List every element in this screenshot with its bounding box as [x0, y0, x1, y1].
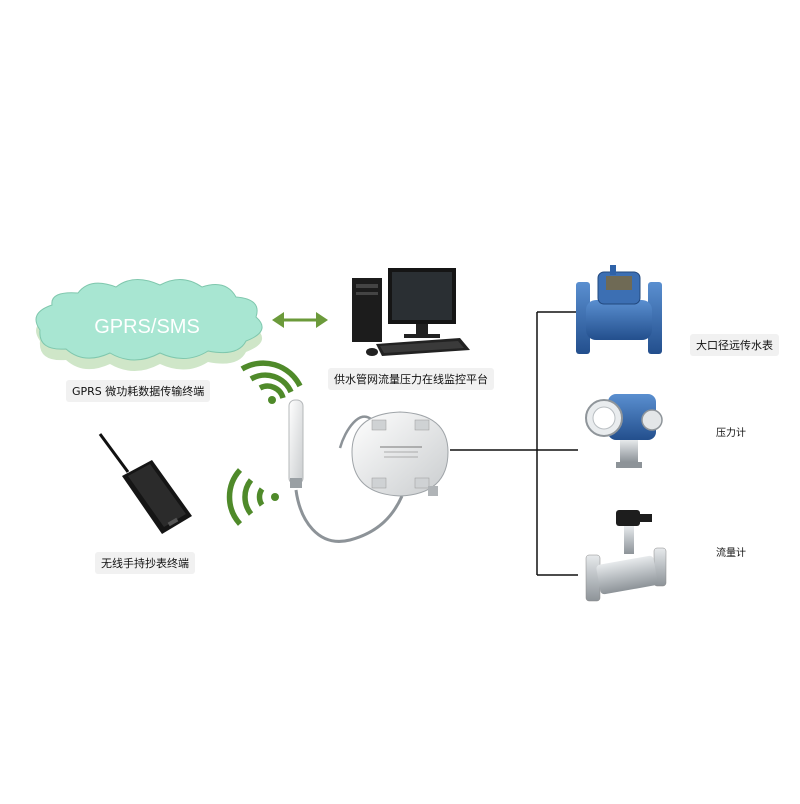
- device-cable: [338, 415, 373, 449]
- antenna-icon: [288, 399, 404, 543]
- cloud-body: [35, 279, 263, 361]
- wireless-signal-icon: [240, 360, 303, 404]
- connection-lines: [450, 311, 578, 576]
- platform-label: 供水管网流量压力在线监控平台: [328, 368, 494, 390]
- water-meter-icon: [576, 265, 662, 354]
- pressure-gauge-label: 压力计: [716, 428, 746, 439]
- gprs-terminal-label: GPRS 微功耗数据传输终端: [66, 380, 211, 402]
- cloud-label: GPRS/SMS: [94, 316, 200, 338]
- wireless-signal-icon: [226, 468, 279, 526]
- handheld-terminal-icon: [98, 433, 192, 534]
- desktop-computer-icon: [352, 268, 470, 356]
- flow-meter-label: 流量计: [716, 548, 746, 559]
- pressure-gauge-icon: [585, 394, 663, 468]
- flow-meter-icon: [585, 510, 667, 602]
- gprs-cloud: GPRS/SMS: [35, 279, 263, 371]
- bidirectional-arrow-icon: [272, 312, 328, 328]
- handheld-terminal-label: 无线手持抄表终端: [95, 552, 195, 574]
- data-terminal-device-icon: [351, 411, 449, 497]
- water-meter-label: 大口径远传水表: [690, 334, 779, 356]
